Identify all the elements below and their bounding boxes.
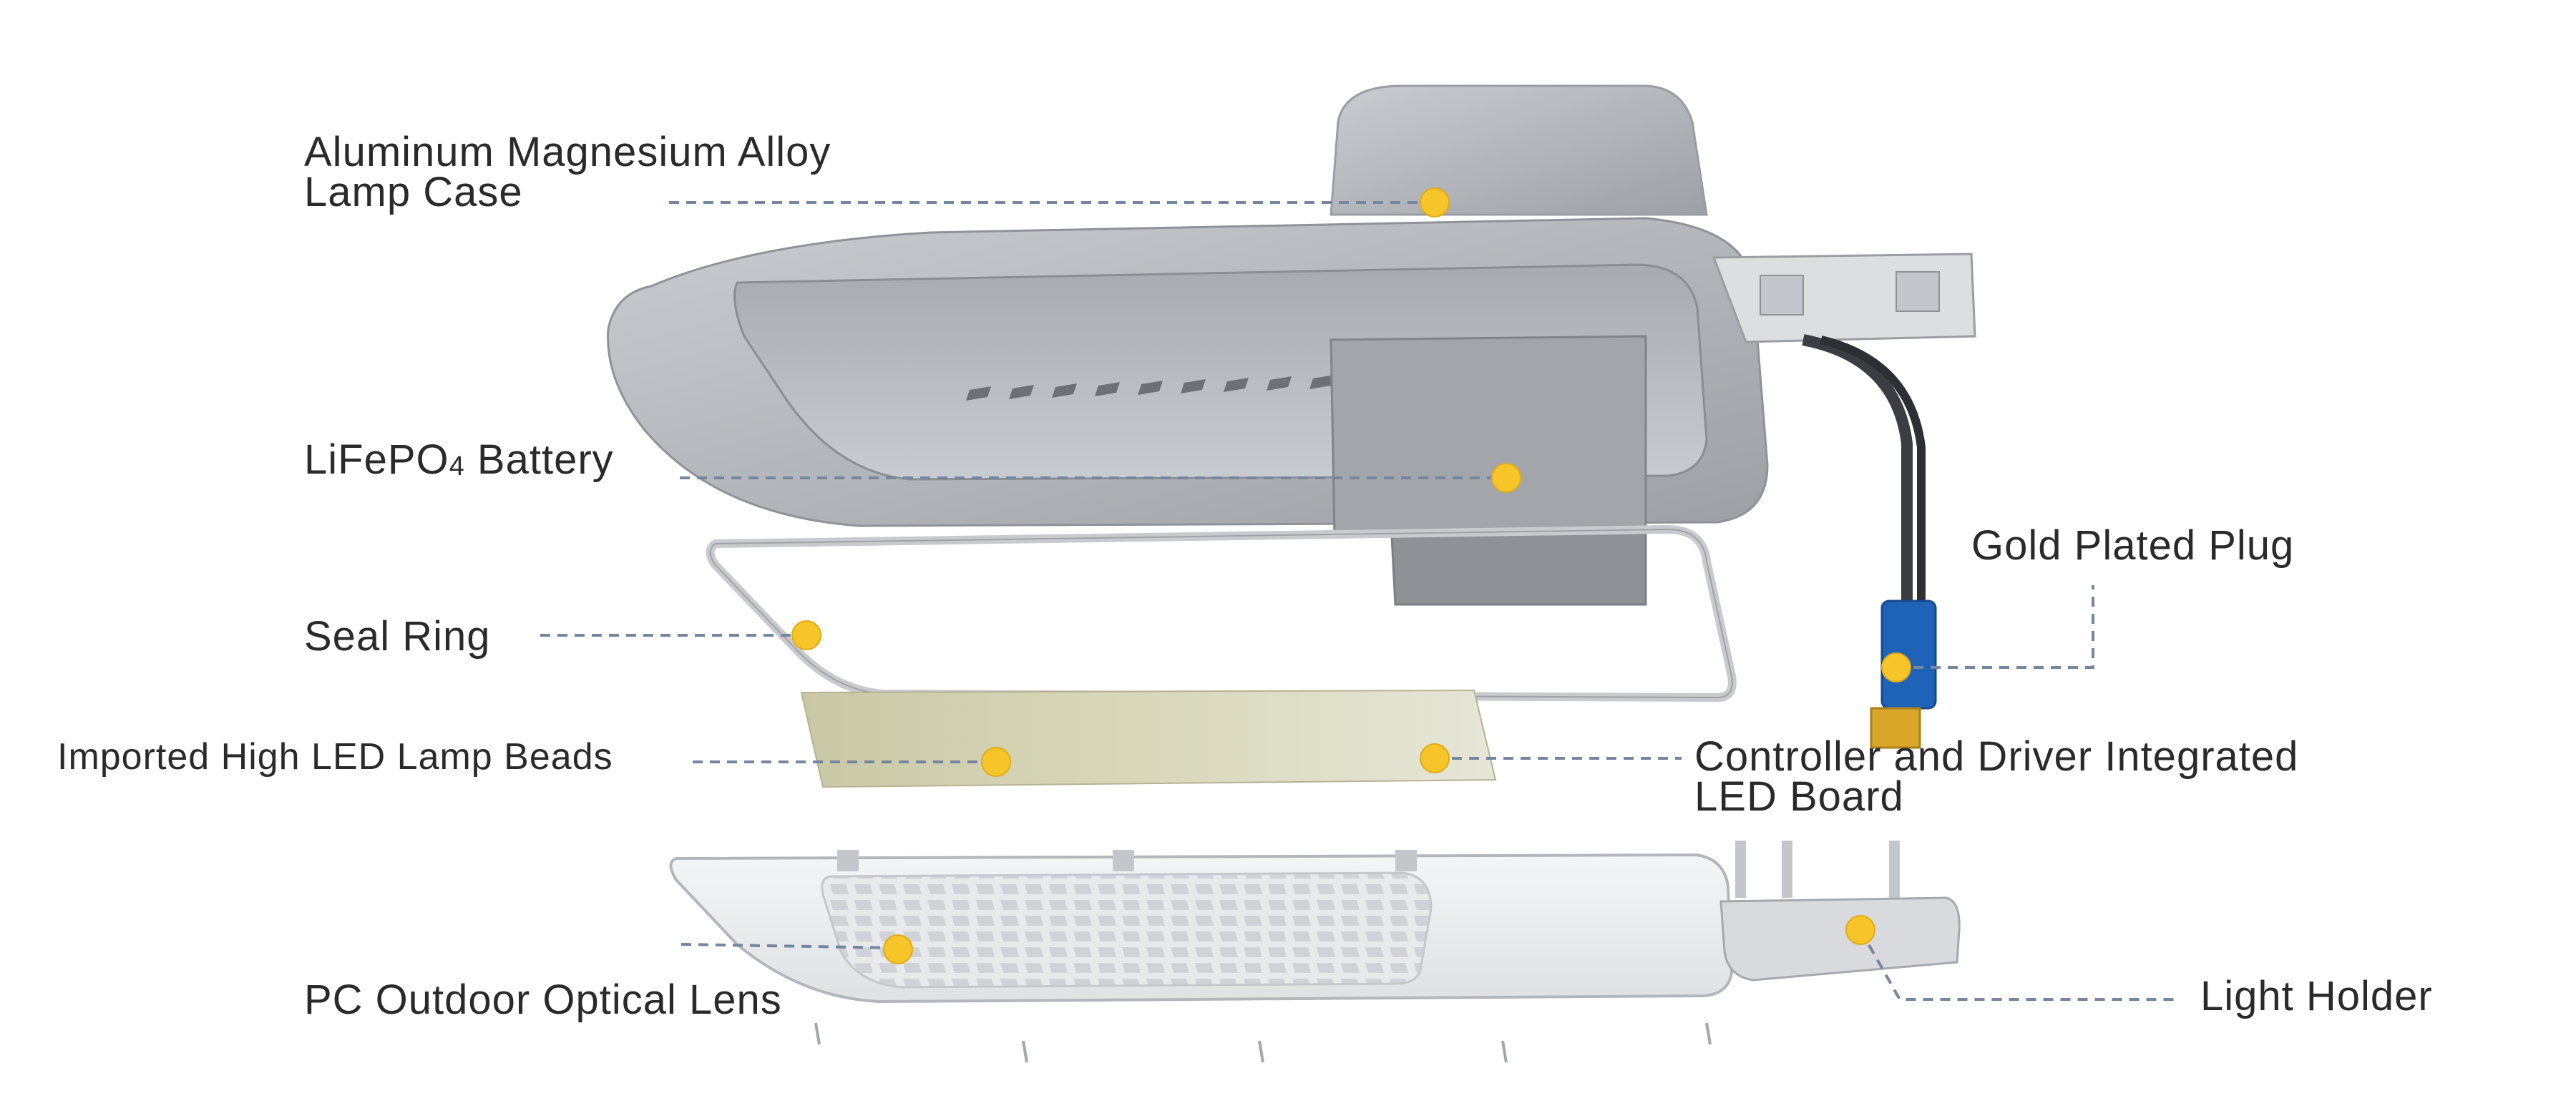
label-optical-lens: PC Outdoor Optical Lens [304, 977, 782, 1023]
marker-seal-ring [791, 620, 821, 650]
marker-gold-plug [1881, 652, 1911, 682]
label-led-board-line1: Controller and Driver Integrated [1694, 733, 2299, 780]
marker-battery [1491, 463, 1521, 493]
label-lamp-case-line1: Aluminum Magnesium Alloy [304, 129, 831, 175]
led-board [800, 689, 1497, 788]
gold-plated-plug [1802, 334, 1937, 749]
label-optical-lens-text: PC Outdoor Optical Lens [304, 977, 782, 1023]
label-light-holder: Light Holder [2200, 973, 2433, 1019]
label-gold-plug-text: Gold Plated Plug [1971, 522, 2295, 569]
label-led-board-line2: LED Board [1694, 773, 1904, 820]
label-lamp-beads: Imported High LED Lamp Beads [57, 737, 613, 777]
label-seal-ring-text: Seal Ring [304, 613, 491, 660]
label-battery-subscript: 4 [449, 451, 465, 481]
leader-light-holder [1859, 929, 2175, 1001]
marker-optical-lens [883, 934, 913, 964]
label-battery-suffix: Battery [464, 436, 614, 483]
label-lamp-case-line2: Lamp Case [304, 169, 523, 215]
battery-pack [1330, 335, 1647, 606]
label-seal-ring: Seal Ring [304, 613, 491, 660]
label-gold-plug: Gold Plated Plug [1971, 522, 2295, 569]
marker-light-holder [1845, 915, 1875, 945]
marker-led-board [1420, 743, 1450, 773]
label-light-holder-text: Light Holder [2200, 973, 2433, 1019]
label-battery-prefix: LiFePO [304, 436, 449, 483]
light-holder [1719, 841, 1961, 982]
leader-optical-lens [680, 943, 899, 949]
leader-gold-plug [1896, 585, 2094, 669]
label-battery: LiFePO4 Battery [304, 439, 614, 486]
marker-lamp-beads [981, 747, 1011, 777]
pc-optical-lens [669, 850, 1734, 1063]
label-lamp-case: Aluminum Magnesium Alloy Lamp Case [304, 129, 831, 215]
label-lamp-beads-text: Imported High LED Lamp Beads [57, 736, 613, 778]
marker-lamp-case [1420, 187, 1450, 217]
label-led-board: Controller and Driver Integrated LED Boa… [1694, 733, 2299, 820]
